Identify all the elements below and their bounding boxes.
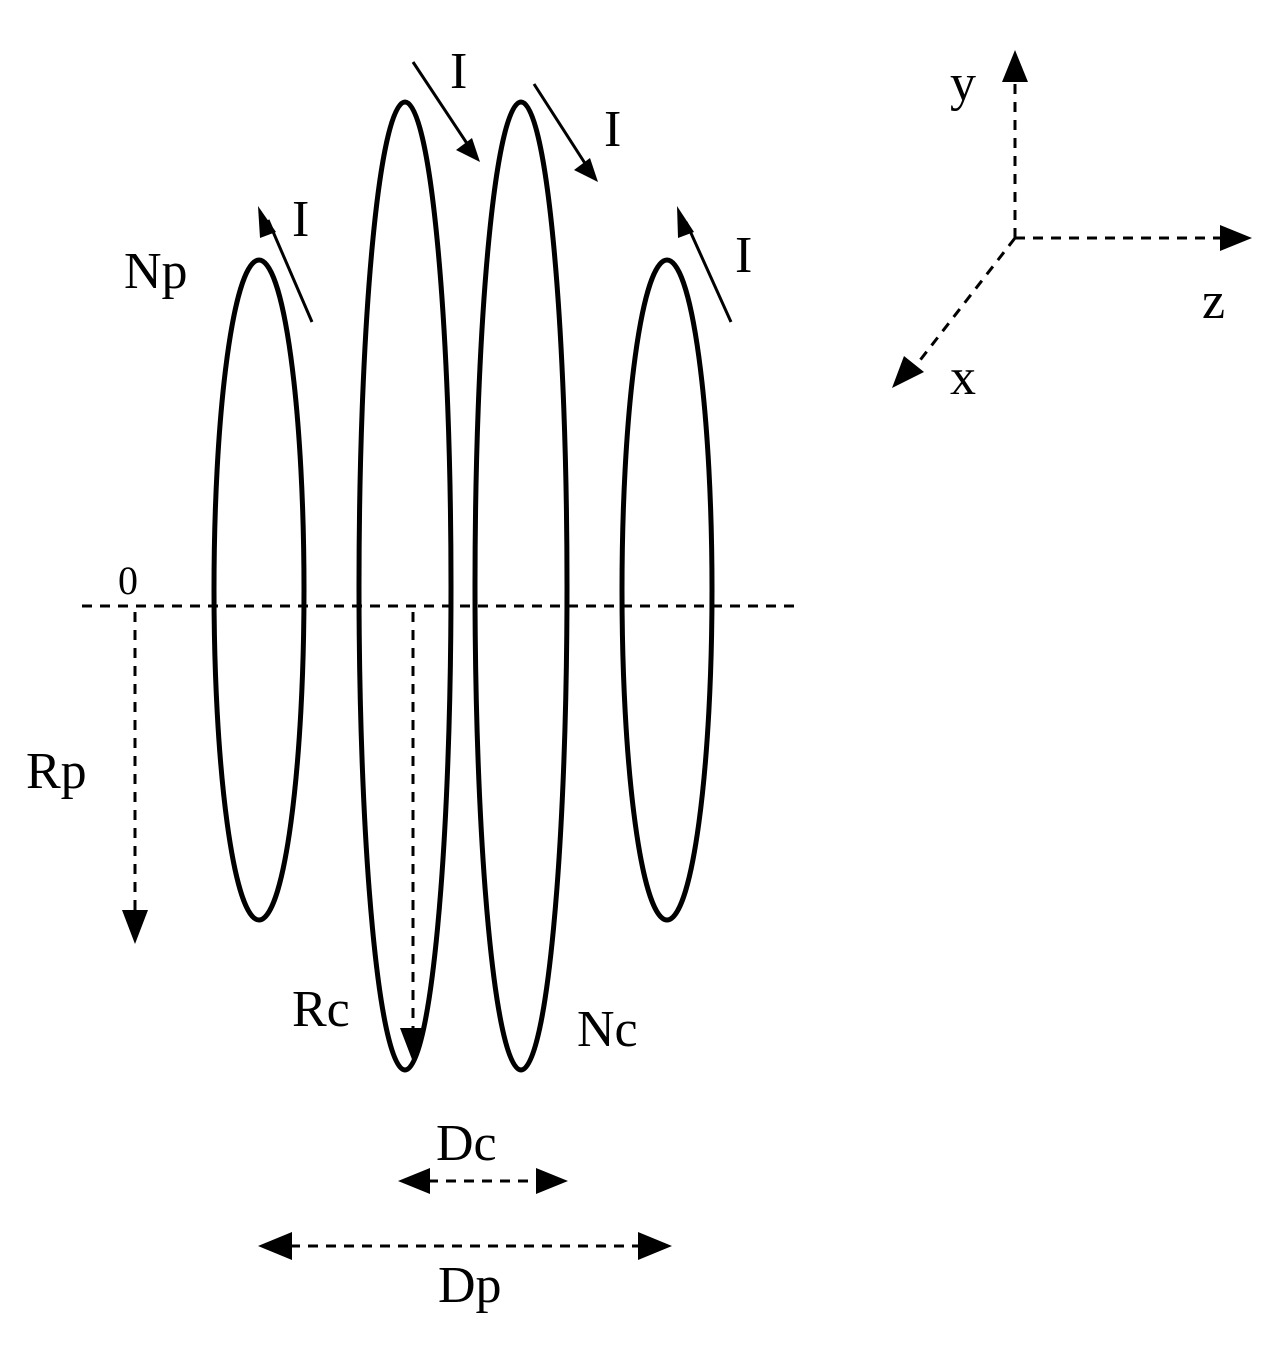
primary-spacing-arrow <box>258 1232 672 1260</box>
coil-spacing-arrow <box>398 1168 568 1194</box>
primary-loop-right <box>619 257 715 923</box>
z-axis-arrow <box>1015 225 1252 251</box>
current-arrow-primary-right <box>677 206 733 323</box>
coil-spacing-label: Dc <box>436 1115 497 1172</box>
x-axis-label: x <box>950 349 976 406</box>
current-arrow-primary-left <box>258 206 314 323</box>
current-arrow-coil-left <box>411 61 480 162</box>
primary-loop-left <box>211 257 307 923</box>
origin-label: 0 <box>118 558 138 603</box>
coil-radius-arrow <box>400 612 426 1062</box>
z-axis-label: z <box>1202 273 1225 330</box>
current-label-coil-right: I <box>604 101 621 158</box>
current-label-primary-left: I <box>292 191 309 248</box>
x-axis-arrow <box>892 237 1017 388</box>
primary-spacing-label: Dp <box>438 1257 502 1314</box>
current-arrow-coil-right <box>532 83 598 182</box>
y-axis-arrow <box>1002 50 1028 238</box>
current-label-coil-left: I <box>450 43 467 100</box>
y-axis-label: y <box>950 55 976 112</box>
coil-radius-label: Rc <box>292 981 350 1038</box>
coil-loop-left <box>356 99 454 1073</box>
primary-turns-label: Np <box>124 243 188 300</box>
primary-radius-label: Rp <box>26 743 87 800</box>
coil-turns-label: Nc <box>577 1001 638 1058</box>
primary-radius-arrow <box>122 612 148 944</box>
coil-loop-right <box>472 99 570 1073</box>
current-label-primary-right: I <box>735 227 752 284</box>
